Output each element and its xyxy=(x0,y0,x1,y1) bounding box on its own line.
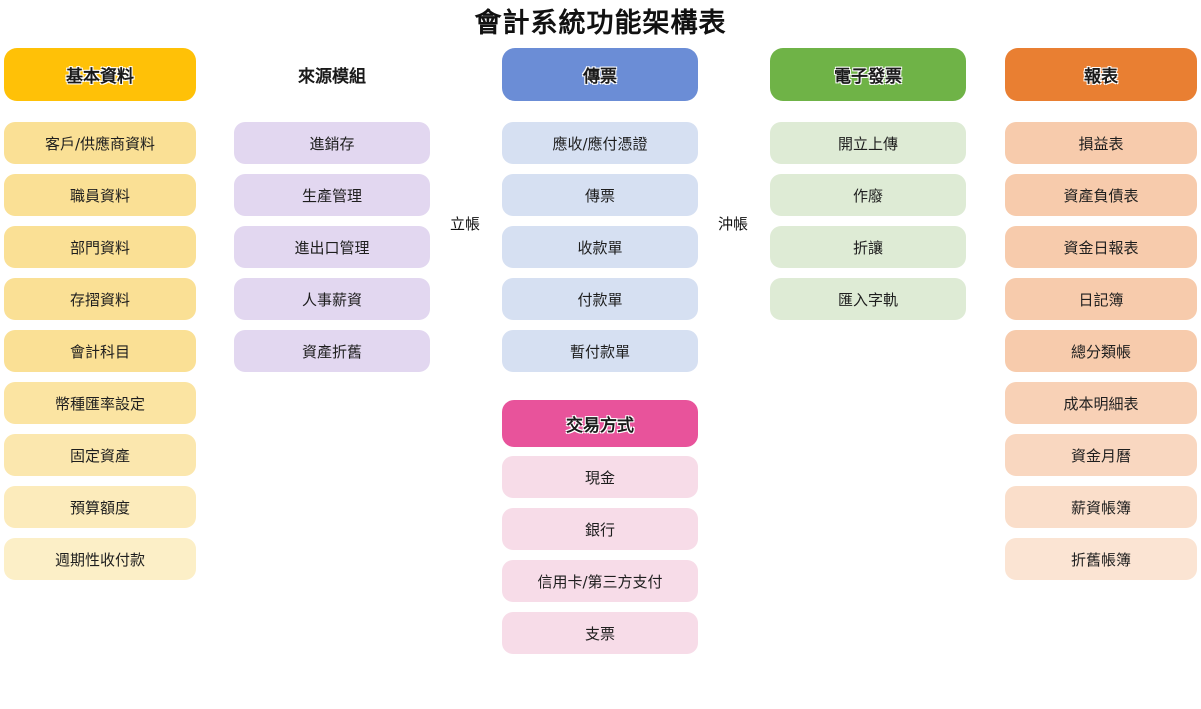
list-item[interactable]: 應收/應付憑證 xyxy=(502,122,698,164)
list-item[interactable]: 成本明細表 xyxy=(1005,382,1197,424)
list-item[interactable]: 資產負債表 xyxy=(1005,174,1197,216)
list-item[interactable]: 暫付款單 xyxy=(502,330,698,372)
list-item[interactable]: 銀行 xyxy=(502,508,698,550)
list-item[interactable]: 幣種匯率設定 xyxy=(4,382,196,424)
item-list-einvoice: 開立上傳作廢折讓匯入字軌 xyxy=(770,122,966,320)
column-reports: 報表 損益表資產負債表資金日報表日記簿總分類帳成本明細表資金月曆薪資帳簿折舊帳簿 xyxy=(1005,48,1197,590)
list-item[interactable]: 客戶/供應商資料 xyxy=(4,122,196,164)
column-header-einvoice[interactable]: 電子發票 xyxy=(770,48,966,101)
item-list-payment-methods: 現金銀行信用卡/第三方支付支票 xyxy=(502,456,698,654)
architecture-board: 基本資料 客戶/供應商資料職員資料部門資料存摺資料會計科目幣種匯率設定固定資產預… xyxy=(0,48,1201,708)
list-item[interactable]: 人事薪資 xyxy=(234,278,430,320)
column-header-source-modules[interactable]: 來源模組 xyxy=(298,67,366,87)
item-list-source-modules: 進銷存生產管理進出口管理人事薪資資產折舊 xyxy=(234,122,430,372)
page-title: 會計系統功能架構表 xyxy=(474,8,727,39)
list-item[interactable]: 進出口管理 xyxy=(234,226,430,268)
column-header-reports[interactable]: 報表 xyxy=(1005,48,1197,101)
list-item[interactable]: 進銷存 xyxy=(234,122,430,164)
list-item[interactable]: 資金日報表 xyxy=(1005,226,1197,268)
list-item[interactable]: 匯入字軌 xyxy=(770,278,966,320)
list-item[interactable]: 信用卡/第三方支付 xyxy=(502,560,698,602)
list-item[interactable]: 週期性收付款 xyxy=(4,538,196,580)
list-item[interactable]: 支票 xyxy=(502,612,698,654)
column-source-modules: 來源模組 進銷存生產管理進出口管理人事薪資資產折舊 xyxy=(234,48,430,382)
list-item[interactable]: 作廢 xyxy=(770,174,966,216)
connector-label-posting: 立帳 xyxy=(450,215,481,233)
list-item[interactable]: 會計科目 xyxy=(4,330,196,372)
list-item[interactable]: 現金 xyxy=(502,456,698,498)
item-list-reports: 損益表資產負債表資金日報表日記簿總分類帳成本明細表資金月曆薪資帳簿折舊帳簿 xyxy=(1005,122,1197,580)
item-list-vouchers: 應收/應付憑證傳票收款單付款單暫付款單 xyxy=(502,122,698,372)
subgroup-payment-methods: 交易方式 現金銀行信用卡/第三方支付支票 xyxy=(502,400,698,654)
column-einvoice: 電子發票 開立上傳作廢折讓匯入字軌 xyxy=(770,48,966,330)
list-item[interactable]: 薪資帳簿 xyxy=(1005,486,1197,528)
list-item[interactable]: 職員資料 xyxy=(4,174,196,216)
list-item[interactable]: 傳票 xyxy=(502,174,698,216)
connector-label-offset: 沖帳 xyxy=(718,215,749,233)
list-item[interactable]: 預算額度 xyxy=(4,486,196,528)
list-item[interactable]: 固定資產 xyxy=(4,434,196,476)
item-list-basic-data: 客戶/供應商資料職員資料部門資料存摺資料會計科目幣種匯率設定固定資產預算額度週期… xyxy=(4,122,196,580)
column-basic-data: 基本資料 客戶/供應商資料職員資料部門資料存摺資料會計科目幣種匯率設定固定資產預… xyxy=(4,48,196,590)
list-item[interactable]: 生產管理 xyxy=(234,174,430,216)
list-item[interactable]: 總分類帳 xyxy=(1005,330,1197,372)
list-item[interactable]: 損益表 xyxy=(1005,122,1197,164)
list-item[interactable]: 資產折舊 xyxy=(234,330,430,372)
list-item[interactable]: 折讓 xyxy=(770,226,966,268)
subgroup-header-payment-methods[interactable]: 交易方式 xyxy=(502,400,698,447)
list-item[interactable]: 部門資料 xyxy=(4,226,196,268)
list-item[interactable]: 付款單 xyxy=(502,278,698,320)
list-item[interactable]: 資金月曆 xyxy=(1005,434,1197,476)
column-header-vouchers[interactable]: 傳票 xyxy=(502,48,698,101)
list-item[interactable]: 存摺資料 xyxy=(4,278,196,320)
list-item[interactable]: 折舊帳簿 xyxy=(1005,538,1197,580)
list-item[interactable]: 收款單 xyxy=(502,226,698,268)
list-item[interactable]: 開立上傳 xyxy=(770,122,966,164)
column-header-basic-data[interactable]: 基本資料 xyxy=(4,48,196,101)
column-vouchers: 傳票 應收/應付憑證傳票收款單付款單暫付款單 交易方式 現金銀行信用卡/第三方支… xyxy=(502,48,698,664)
list-item[interactable]: 日記簿 xyxy=(1005,278,1197,320)
